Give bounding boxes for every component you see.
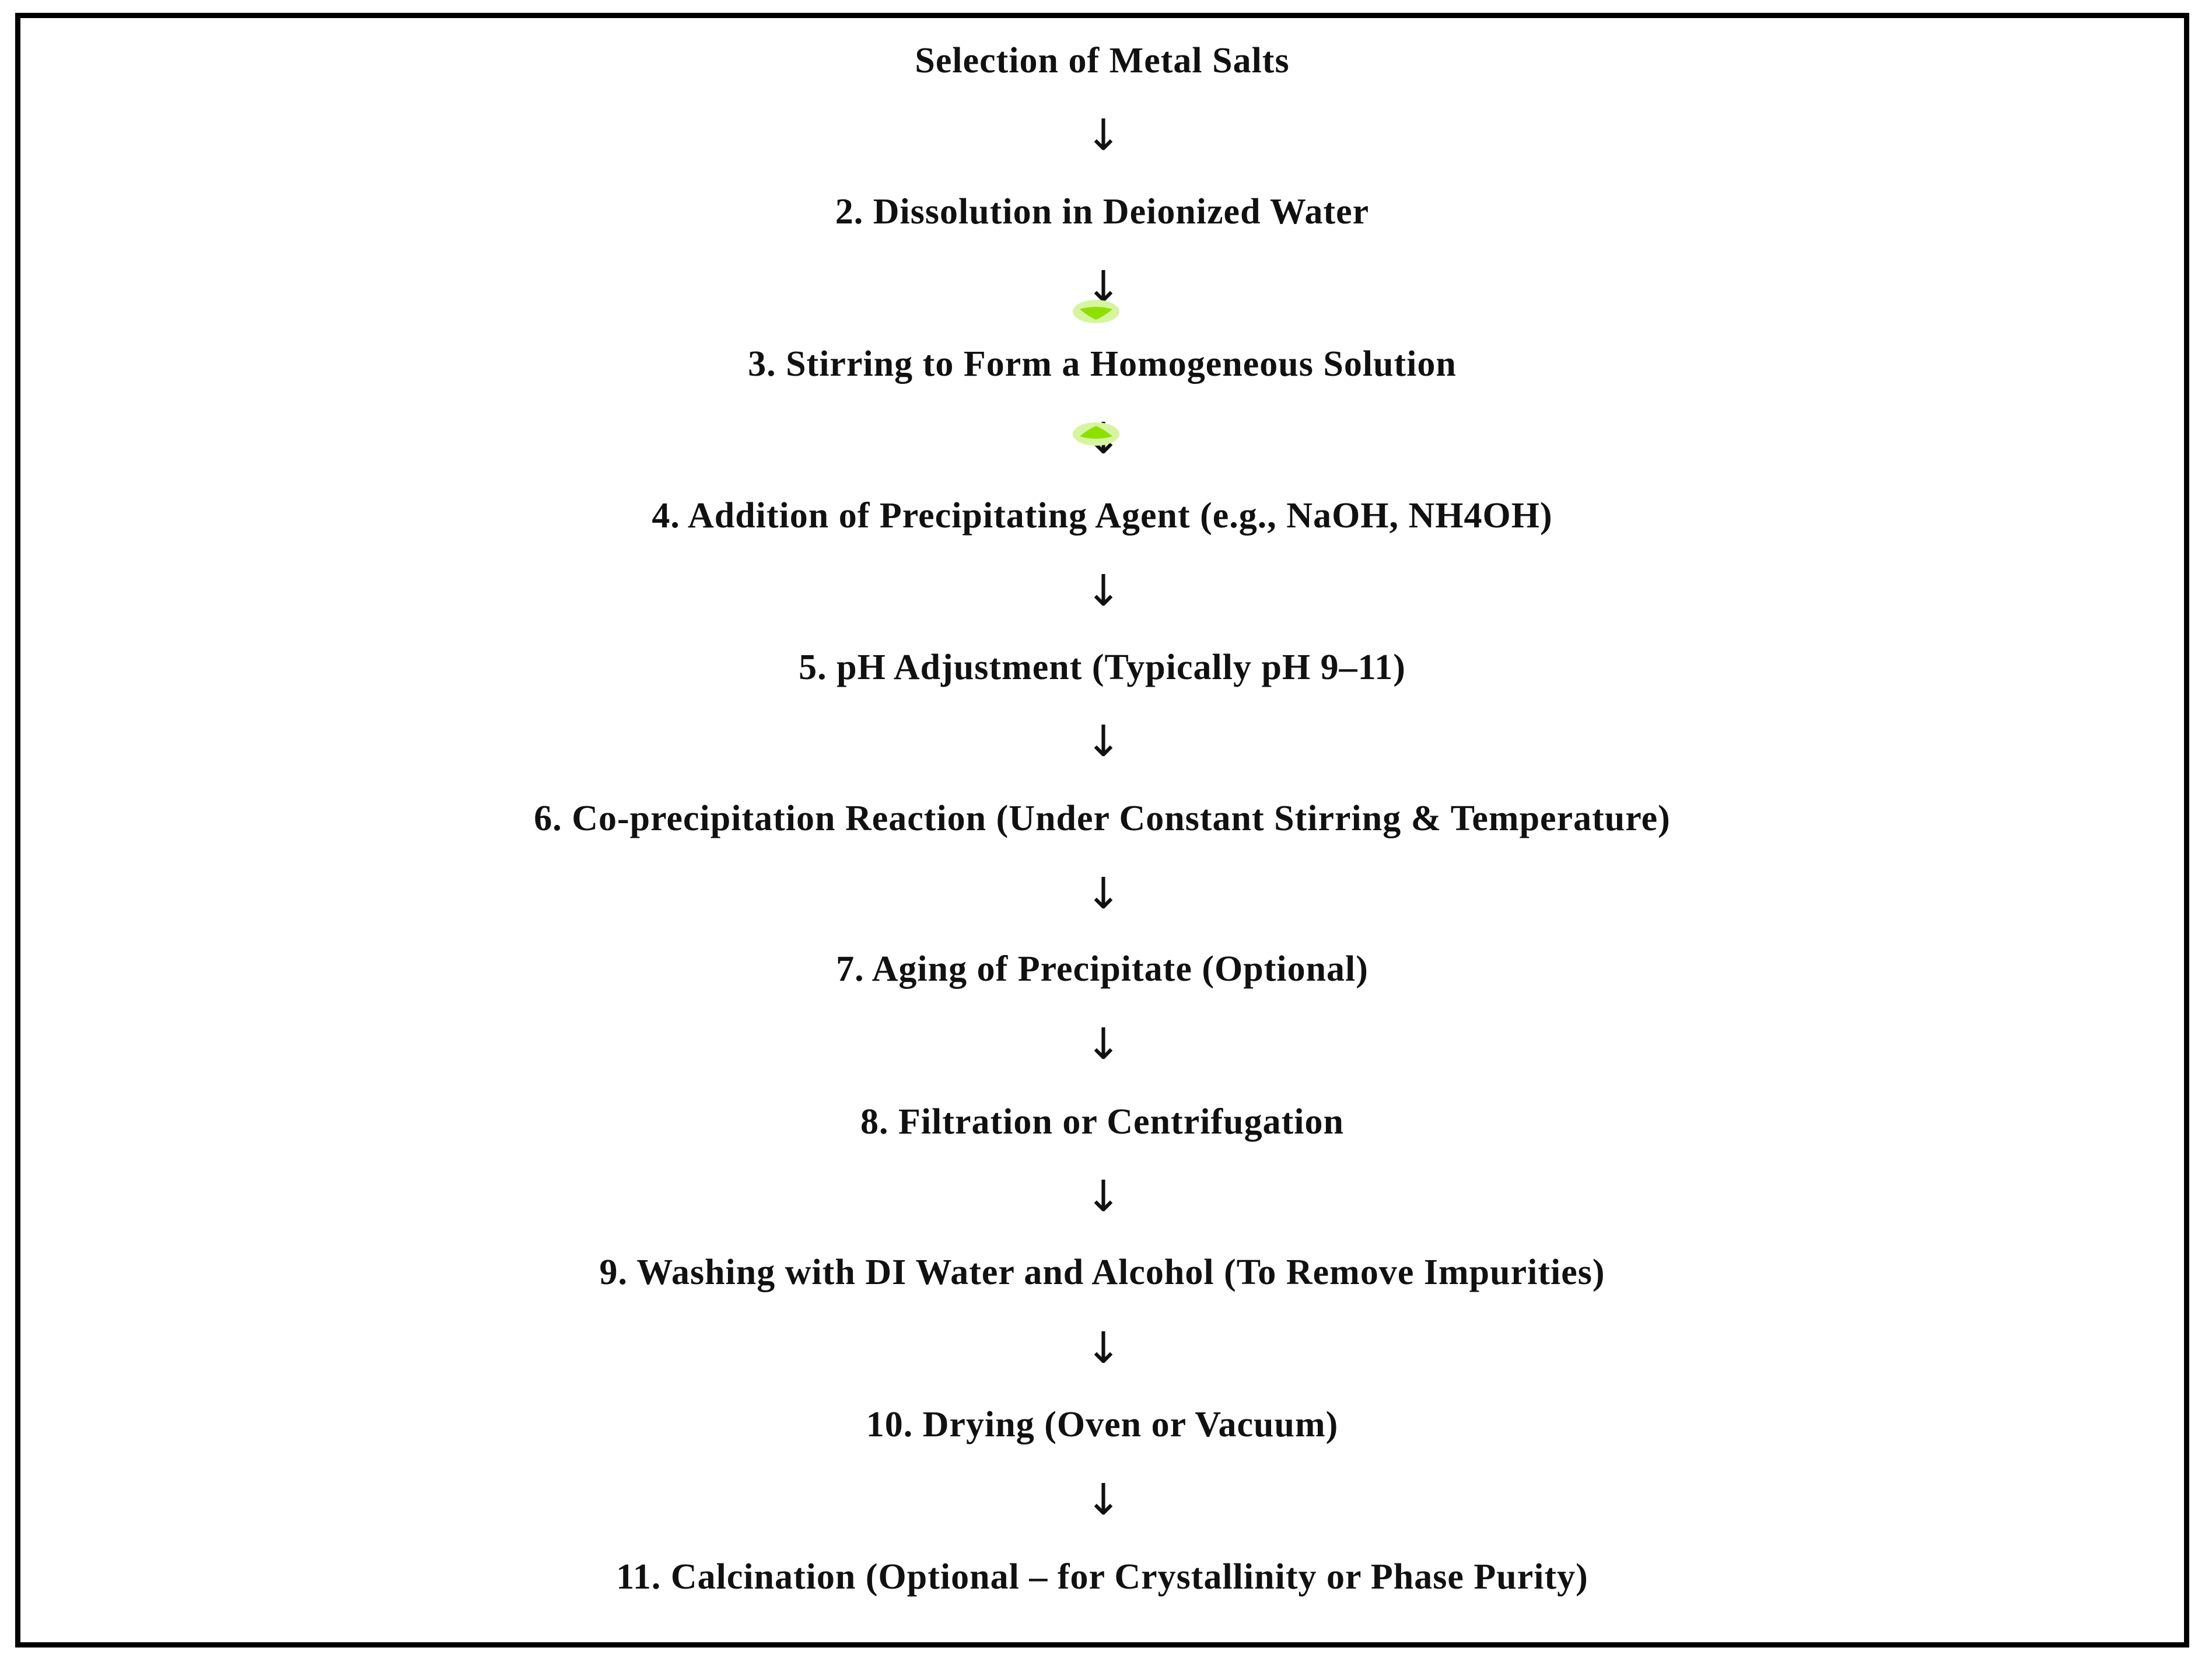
marker-core	[1080, 307, 1112, 320]
arrow-4: ↓	[20, 568, 2184, 614]
arrow-glyph: ↓	[1085, 110, 1122, 160]
arrow-glyph: ↓	[1085, 1475, 1122, 1525]
step-5: 5. pH Adjustment (Typically pH 9–11)	[799, 648, 1406, 687]
green-drop-marker-top	[1073, 300, 1119, 323]
arrow-10: ↓	[20, 1477, 2184, 1523]
arrow-5: ↓	[20, 718, 2184, 765]
arrow-glyph: ↓	[1085, 869, 1122, 919]
arrow-9: ↓	[20, 1325, 2184, 1372]
step-3: 3. Stirring to Form a Homogeneous Soluti…	[748, 344, 1457, 384]
arrow-7: ↓	[20, 1021, 2184, 1068]
step-10: 10. Drying (Oven or Vacuum)	[866, 1405, 1339, 1444]
green-drop-marker-bottom	[1073, 422, 1119, 446]
arrow-6: ↓	[20, 870, 2184, 917]
flowchart: Selection of Metal Salts ↓ 2. Dissolutio…	[20, 18, 2184, 1642]
step-6: 6. Co-precipitation Reaction (Under Cons…	[534, 799, 1671, 838]
arrow-glyph: ↓	[1085, 1019, 1122, 1069]
step-4: 4. Addition of Precipitating Agent (e.g.…	[652, 496, 1553, 536]
step-1: Selection of Metal Salts	[915, 41, 1290, 81]
step-2: 2. Dissolution in Deionized Water	[835, 192, 1370, 232]
arrow-1: ↓	[20, 112, 2184, 159]
marker-core	[1080, 426, 1112, 439]
step-8: 8. Filtration or Centrifugation	[860, 1102, 1344, 1142]
arrow-8: ↓	[20, 1173, 2184, 1220]
arrow-glyph: ↓	[1085, 716, 1122, 767]
diagram-frame: Selection of Metal Salts ↓ 2. Dissolutio…	[15, 13, 2189, 1647]
arrow-glyph: ↓	[1085, 1323, 1122, 1373]
step-9: 9. Washing with DI Water and Alcohol (To…	[599, 1253, 1605, 1292]
arrow-glyph: ↓	[1085, 566, 1122, 616]
step-11: 11. Calcination (Optional – for Crystall…	[616, 1557, 1588, 1597]
step-7: 7. Aging of Precipitate (Optional)	[836, 949, 1368, 989]
arrow-glyph: ↓	[1085, 1171, 1122, 1222]
